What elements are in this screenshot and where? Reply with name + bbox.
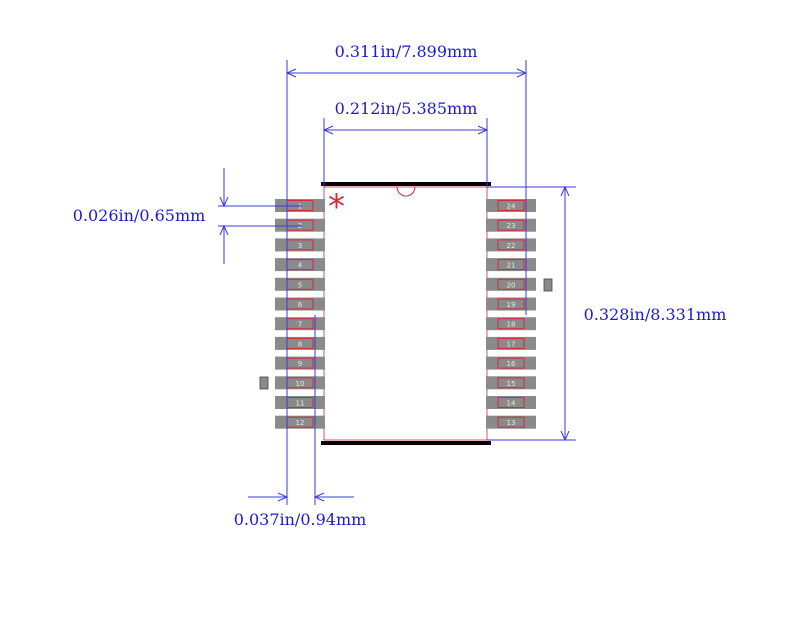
overall-width-arrow-right	[516, 68, 528, 78]
pad-left-6: 6	[275, 297, 325, 311]
pad-left-10: 10	[275, 376, 325, 390]
pad-right-23: 23	[486, 218, 536, 232]
pad-outline	[497, 278, 525, 290]
pad-right-19: 19	[486, 297, 536, 311]
pin-number-label: 5	[298, 281, 302, 289]
pad-left-3: 3	[275, 238, 325, 252]
left-side-indicator	[259, 376, 269, 390]
pin-number-label: 8	[298, 340, 302, 348]
pad-right-15: 15	[486, 376, 536, 390]
pad-left-7: 7	[275, 317, 325, 331]
pad-outline	[497, 416, 525, 428]
body-width-arrow-right	[477, 125, 489, 135]
pad-outline	[497, 318, 525, 330]
pad-right-18: 18	[486, 317, 536, 331]
pad-outline	[497, 239, 525, 251]
pad-outline	[497, 357, 525, 369]
pad-left-4: 4	[275, 258, 325, 272]
pitch-arrow-bottom	[219, 224, 229, 236]
body-length-label: 0.328in/8.331mm	[584, 305, 727, 324]
pin-number-label: 10	[296, 380, 305, 388]
pad-right-22: 22	[486, 238, 536, 252]
body-width-label: 0.212in/5.385mm	[335, 99, 478, 118]
pad-right-16: 16	[486, 356, 536, 370]
pad-left-8: 8	[275, 336, 325, 350]
pitch-arrow-top	[219, 196, 229, 208]
overall-width-arrow-left	[285, 68, 297, 78]
pad-outline	[497, 298, 525, 310]
pad-outline	[497, 377, 525, 389]
pad-outline	[497, 219, 525, 231]
pad-right-17: 17	[486, 336, 536, 350]
pin-number-label: 21	[507, 262, 516, 270]
pin-number-label: 4	[298, 262, 303, 270]
pin-number-label: 14	[507, 400, 516, 408]
pin-number-label: 12	[296, 419, 305, 427]
pad-left-2: 2	[275, 218, 325, 232]
pin-number-label: 9	[298, 360, 302, 368]
pitch-label: 0.026in/0.65mm	[73, 206, 206, 225]
pad-outline	[497, 259, 525, 271]
pin-number-label: 13	[507, 419, 516, 427]
pad-outline	[497, 200, 525, 211]
pin1-marker: *	[328, 187, 345, 227]
pad-length-arrow-left	[277, 492, 289, 502]
pin-number-label: 20	[507, 281, 516, 289]
pin-number-label: 22	[507, 242, 516, 250]
pin-number-label: 15	[507, 380, 516, 388]
pad-right-13: 13	[486, 415, 536, 429]
body-length-arrow-top	[560, 185, 570, 197]
pin-number-label: 3	[298, 242, 302, 250]
pin-number-label: 11	[296, 400, 305, 408]
pad-left-5: 5	[275, 277, 325, 291]
pad-right-14: 14	[486, 396, 536, 409]
pin-number-label: 18	[507, 321, 516, 329]
pad-right-20: 20	[486, 277, 536, 291]
pin-number-label: 19	[507, 301, 516, 309]
pin-number-label: 16	[507, 360, 516, 368]
pad-length-arrow-right	[313, 492, 325, 502]
pin-number-label: 17	[507, 340, 516, 348]
pin-number-label: 6	[298, 301, 303, 309]
body-length-arrow-bottom	[560, 430, 570, 442]
pin-number-label: 23	[507, 222, 516, 230]
pin-number-label: 7	[298, 321, 302, 329]
right-side-indicator	[543, 278, 553, 292]
pad-left-11: 11	[275, 396, 325, 409]
pad-right-21: 21	[486, 258, 536, 272]
pad-length-label: 0.037in/0.94mm	[234, 510, 367, 529]
pad-left-12: 12	[275, 415, 325, 429]
pin-number-label: 24	[507, 203, 516, 211]
pad-outline	[497, 397, 525, 408]
overall-width-label: 0.311in/7.899mm	[335, 42, 478, 61]
pad-outline	[497, 337, 525, 349]
pad-right-24: 24	[486, 199, 536, 212]
pin1-notch	[396, 186, 416, 197]
pad-left-9: 9	[275, 356, 325, 370]
package-body-outline	[323, 186, 488, 441]
body-width-arrow-left	[322, 125, 334, 135]
